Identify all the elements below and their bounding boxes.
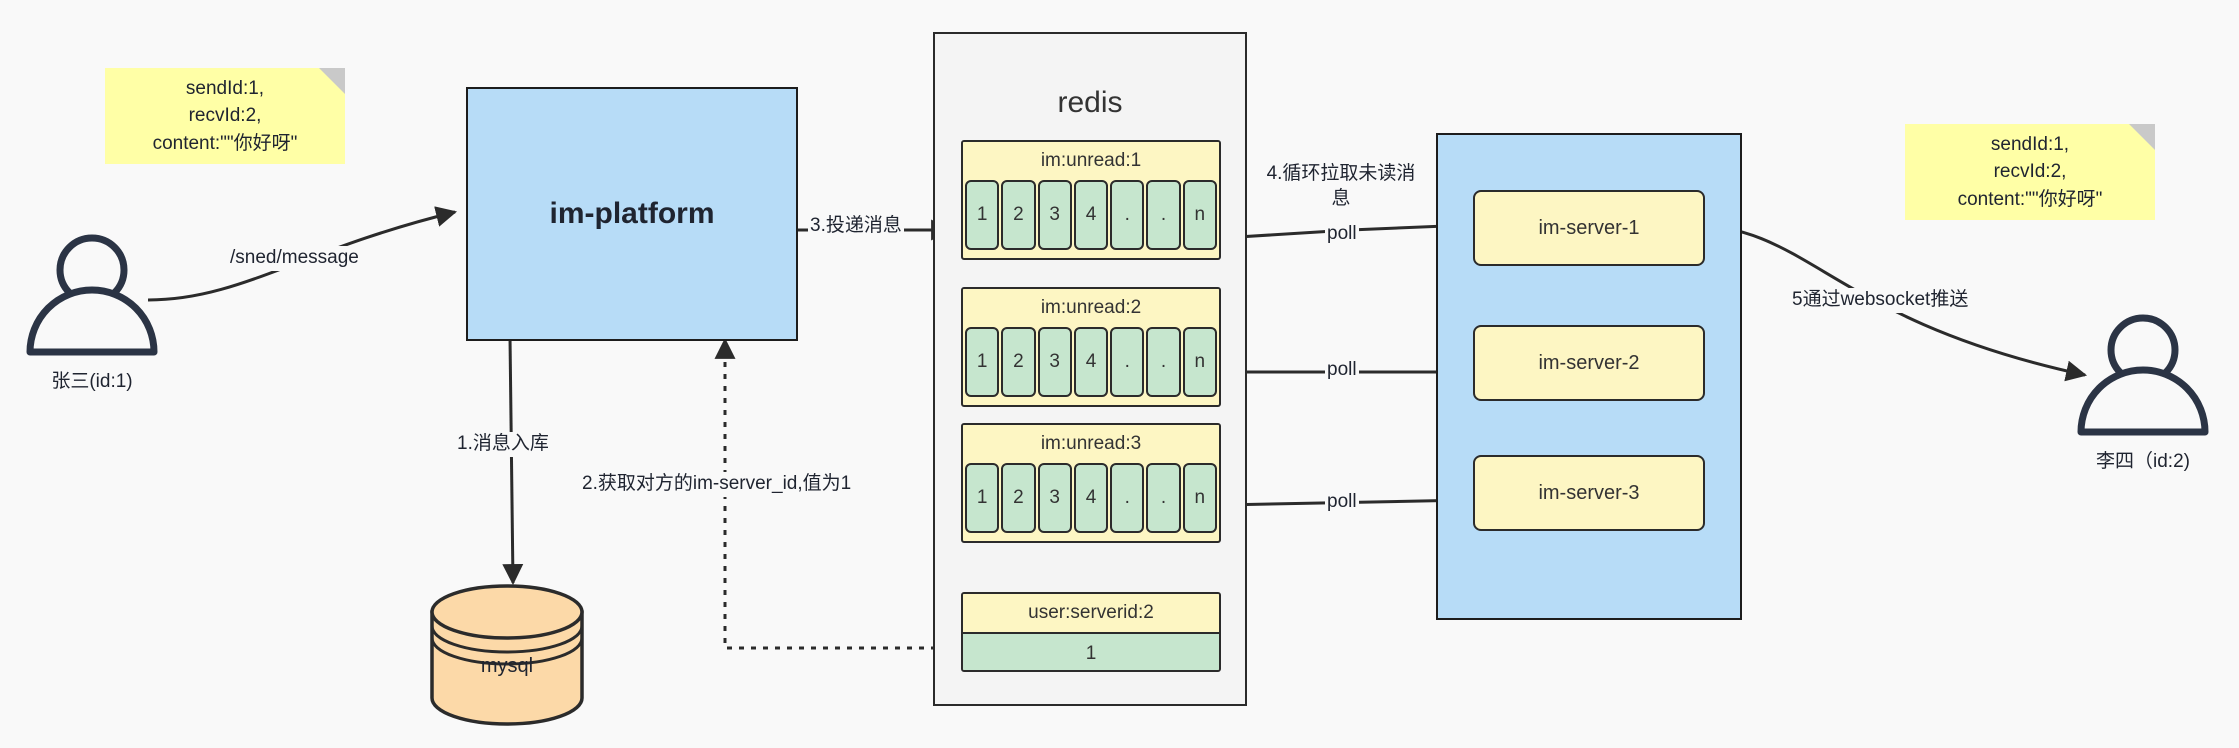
redis-cell: 1 — [965, 180, 1000, 250]
redis-cell: n — [1182, 463, 1217, 533]
redis-cell: 3 — [1037, 463, 1072, 533]
redis-cell: 3 — [1037, 327, 1072, 397]
edge-label-poll-3: poll — [1325, 490, 1359, 515]
redis-key-1-name: im:unread:1 — [963, 142, 1219, 180]
edge-label-poll-2: poll — [1325, 358, 1359, 383]
note-fold-corner — [2129, 124, 2155, 150]
receiver-actor-icon — [2077, 314, 2209, 436]
redis-key-1-cells: 1 2 3 4 . . n — [963, 180, 1219, 252]
redis-cell: n — [1182, 327, 1217, 397]
receiver-caption: 李四（id:2) — [2096, 451, 2190, 472]
redis-cell: . — [1146, 180, 1181, 250]
im-server-1-box[interactable]: im-server-1 — [1473, 190, 1705, 266]
edge-label-poll-1: poll — [1325, 222, 1359, 247]
edge-label-send-message: /sned/message — [228, 246, 361, 271]
edge-label-step2: 2.获取对方的im-server_id,值为1 — [580, 472, 854, 497]
redis-cell: . — [1110, 180, 1145, 250]
redis-key-user-serverid[interactable]: user:serverid:2 1 — [961, 592, 1221, 672]
im-platform-box[interactable]: im-platform — [466, 87, 798, 341]
redis-cell: . — [1146, 327, 1181, 397]
redis-key-im-unread-3[interactable]: im:unread:3 1 2 3 4 . . n — [961, 423, 1221, 543]
edge-label-step5: 5通过websocket推送 — [1790, 288, 1971, 313]
sticky-note-right: sendId:1, recvId:2, content:""你好呀" — [1905, 124, 2155, 220]
redis-cell: 4 — [1073, 327, 1109, 397]
im-server-1-label: im-server-1 — [1538, 216, 1640, 239]
redis-cell: n — [1182, 180, 1217, 250]
redis-cell: 1 — [965, 327, 1000, 397]
redis-key-3-cells: 1 2 3 4 . . n — [963, 463, 1219, 535]
redis-serverid-key-name: user:serverid:2 — [963, 594, 1219, 632]
im-server-3-label: im-server-3 — [1538, 481, 1640, 504]
im-server-3-box[interactable]: im-server-3 — [1473, 455, 1705, 531]
redis-cell: 2 — [1001, 463, 1036, 533]
redis-cell: 2 — [1001, 327, 1036, 397]
mysql-label: mysql — [480, 655, 534, 677]
redis-key-im-unread-2[interactable]: im:unread:2 1 2 3 4 . . n — [961, 287, 1221, 407]
redis-cell: 4 — [1073, 463, 1109, 533]
im-platform-label: im-platform — [549, 197, 715, 230]
redis-cell: 3 — [1037, 180, 1072, 250]
redis-cell: . — [1146, 463, 1181, 533]
edge-label-step1: 1.消息入库 — [455, 432, 551, 457]
redis-key-2-name: im:unread:2 — [963, 289, 1219, 327]
sender-actor-icon — [26, 234, 158, 356]
edge-label-step3: 3.投递消息 — [808, 214, 904, 239]
redis-cell: . — [1110, 463, 1145, 533]
note-left-text: sendId:1, recvId:2, content:""你好呀" — [152, 77, 298, 154]
redis-title: redis — [1057, 86, 1123, 119]
redis-cell: . — [1110, 327, 1145, 397]
im-server-2-box[interactable]: im-server-2 — [1473, 325, 1705, 401]
sender-caption: 张三(id:1) — [51, 371, 133, 392]
redis-key-2-cells: 1 2 3 4 . . n — [963, 327, 1219, 399]
note-fold-corner — [319, 68, 345, 94]
redis-serverid-key-value: 1 — [963, 632, 1219, 670]
redis-cell: 2 — [1001, 180, 1036, 250]
redis-key-3-name: im:unread:3 — [963, 425, 1219, 463]
redis-cell: 1 — [965, 463, 1000, 533]
redis-key-im-unread-1[interactable]: im:unread:1 1 2 3 4 . . n — [961, 140, 1221, 260]
redis-cell: 4 — [1073, 180, 1109, 250]
sticky-note-left: sendId:1, recvId:2, content:""你好呀" — [105, 68, 345, 164]
edge-label-step4: 4.循环拉取未读消 息 — [1254, 162, 1428, 212]
note-right-text: sendId:1, recvId:2, content:""你好呀" — [1957, 133, 2103, 210]
im-server-2-label: im-server-2 — [1538, 351, 1640, 374]
